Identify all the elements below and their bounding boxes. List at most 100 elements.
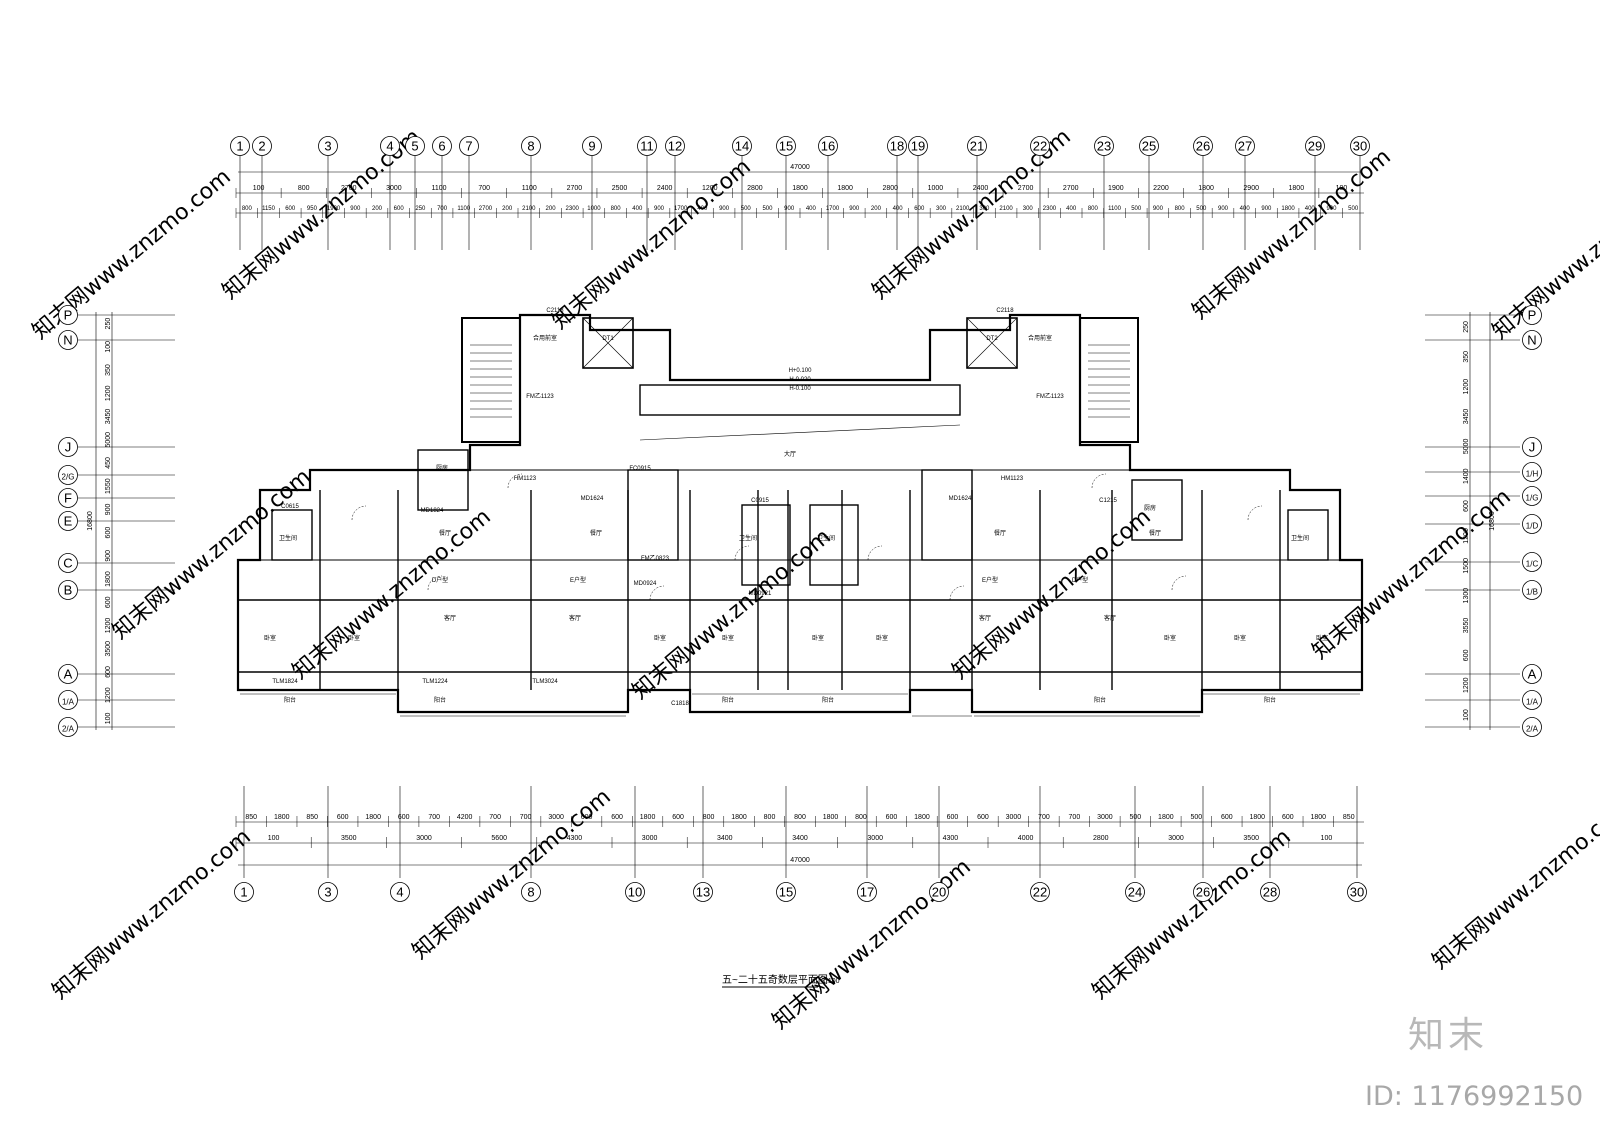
bottom-dim-row1-value: 800 [794, 814, 806, 821]
grid-lines [78, 155, 1520, 878]
top-dim-row2-value: 500 [1348, 206, 1359, 212]
room-label: 阳台 [1264, 696, 1276, 704]
right-axis-bubble-1/A-circle [1522, 690, 1542, 710]
top-dim-row2-value: 200 [546, 206, 557, 212]
left-axis-bubble-B-label: B [64, 583, 73, 598]
left-dim-value: 1200 [105, 687, 112, 703]
door-window-tag: TLM3024 [532, 679, 558, 685]
top-dim-row2-value: 2300 [566, 206, 580, 212]
service-room [1131, 479, 1183, 541]
top-axis-bubble-16: 16 [818, 136, 838, 156]
bottom-dim-row1-value: 800 [855, 814, 867, 821]
left-dim-value: 250 [105, 318, 112, 330]
left-axis-bubble-2/G-circle [58, 465, 78, 485]
left-dim-value: 450 [105, 457, 112, 469]
top-dim-row2-value: 1700 [674, 206, 688, 212]
top-axis-bubble-15: 15 [776, 136, 796, 156]
bottom-axis-bubble-22: 22 [1030, 882, 1050, 902]
image-id-label: ID: 1176992150 [1365, 1081, 1584, 1112]
right-axis-bubble-J-label: J [1529, 440, 1536, 455]
right-axis-bubble-1/H-label: 1/H [1526, 470, 1539, 479]
room-label: 卫生间 [1291, 534, 1309, 542]
left-axis-bubble-B: B [58, 580, 78, 600]
corridor-slope [639, 424, 961, 441]
right-axis-bubble-1/B-label: 1/B [1526, 588, 1538, 597]
door-swing [1171, 575, 1187, 591]
top-axis-bubble-23: 23 [1094, 136, 1114, 156]
service-room [417, 449, 469, 511]
room-label: 卧室 [1234, 634, 1246, 642]
right-dim-value: 1500 [1463, 558, 1470, 574]
left-axis-bubble-N: N [58, 330, 78, 350]
top-dim-row2-value: 900 [1218, 206, 1229, 212]
door-swing [507, 473, 523, 489]
bottom-dim-row2-value: 4000 [1018, 835, 1034, 842]
bottom-dim-row1-value: 1800 [731, 814, 747, 821]
bottom-dim-row1-value: 3000 [548, 814, 564, 821]
right-axis-bubble-A: A [1522, 664, 1542, 684]
door-swing [949, 585, 965, 601]
bottom-dim-row1-value: 1800 [365, 814, 381, 821]
left-axis-bubble-1/A: 1/A [58, 690, 78, 710]
door-window-tag: MD1624 [949, 496, 972, 502]
top-axis-bubble-12-label: 12 [668, 139, 682, 154]
watermark-text: 知末网www.znzmo.com [548, 154, 756, 334]
right-dim-value: 350 [1463, 351, 1470, 363]
door-swing [1247, 505, 1263, 521]
right-axis-bubble-P-label: P [1528, 308, 1537, 323]
bottom-dim-row1-value: 850 [1343, 814, 1355, 821]
top-axis-bubble-27-label: 27 [1238, 139, 1252, 154]
watermark-text: 知末网www.znzmo.com [948, 504, 1156, 684]
bottom-dim-row2-value: 3000 [642, 835, 658, 842]
top-axis-bubble-1: 1 [230, 136, 250, 156]
top-dim-row2-value: 900 [1261, 206, 1272, 212]
elevator-right [966, 317, 1018, 369]
top-dim-row1-value: 1900 [1108, 185, 1124, 192]
top-dim-row2-value: 400 [893, 206, 904, 212]
room-label: 餐厅 [439, 529, 451, 537]
bottom-dim-row2-value: 4300 [567, 835, 583, 842]
room-label: 卧室 [812, 634, 824, 642]
top-axis-bubble-25-circle [1139, 136, 1159, 156]
top-axis-bubble-22-label: 22 [1033, 139, 1047, 154]
left-axis-bubble-2/A: 2/A [58, 717, 78, 737]
room-label: 卫生间 [739, 534, 757, 542]
top-axis-bubble-2: 2 [252, 136, 272, 156]
watermark-text: 知末网www.znzmo.com [1188, 144, 1396, 324]
top-dim-row1-value: 2900 [1243, 185, 1259, 192]
bottom-axis-bubble-3: 3 [318, 882, 338, 902]
bottom-dim-row1-value: 700 [1069, 814, 1081, 821]
door-swing [867, 545, 883, 561]
right-axis-bubble-1/B: 1/B [1522, 580, 1542, 600]
top-axis-bubble-15-label: 15 [779, 139, 793, 154]
top-axis-bubble-30: 30 [1350, 136, 1370, 156]
bottom-dim-row1-value: 1800 [823, 814, 839, 821]
right-axis-bubble-P: P [1522, 305, 1542, 325]
top-dim-row1-value: 100 [253, 185, 265, 192]
bottom-axis-bubble-30-label: 30 [1350, 885, 1364, 900]
bottom-dim-row1-value: 600 [947, 814, 959, 821]
top-dim-row2-value: 1150 [262, 206, 276, 212]
top-axis-bubble-19: 19 [908, 136, 928, 156]
left-axis-bubble-A-circle [58, 664, 78, 684]
left-dim-value: 3500 [105, 641, 112, 657]
left-dim-value: 1200 [105, 618, 112, 634]
room-label: 卧室 [722, 634, 734, 642]
watermark-text: 知末网www.znzmo.com [628, 524, 836, 704]
top-axis-bubble-23-label: 23 [1097, 139, 1111, 154]
right-dim-value: 3450 [1463, 409, 1470, 425]
bottom-dim-row1-value: 800 [703, 814, 715, 821]
bottom-dim-row2-value: 3000 [416, 835, 432, 842]
top-axis-bubble-11-circle [637, 136, 657, 156]
drawing-title-block: 五~二十五奇数层平面图 1:100 [722, 973, 840, 988]
right-dim-value: 5000 [1463, 438, 1470, 454]
door-window-tag: TLM1824 [272, 679, 298, 685]
bottom-dim-row2-value: 3400 [792, 835, 808, 842]
right-dim-value: 600 [1463, 649, 1470, 661]
left-axis-bubble-P-label: P [64, 308, 73, 323]
top-dim-row2-value: 800 [1175, 206, 1186, 212]
top-dim-row2-value: 200 [372, 206, 383, 212]
right-axis-bubble-1/G: 1/G [1522, 486, 1542, 506]
right-dim-value: 1200 [1463, 677, 1470, 693]
right-axis-bubble-2/A-circle [1522, 717, 1542, 737]
